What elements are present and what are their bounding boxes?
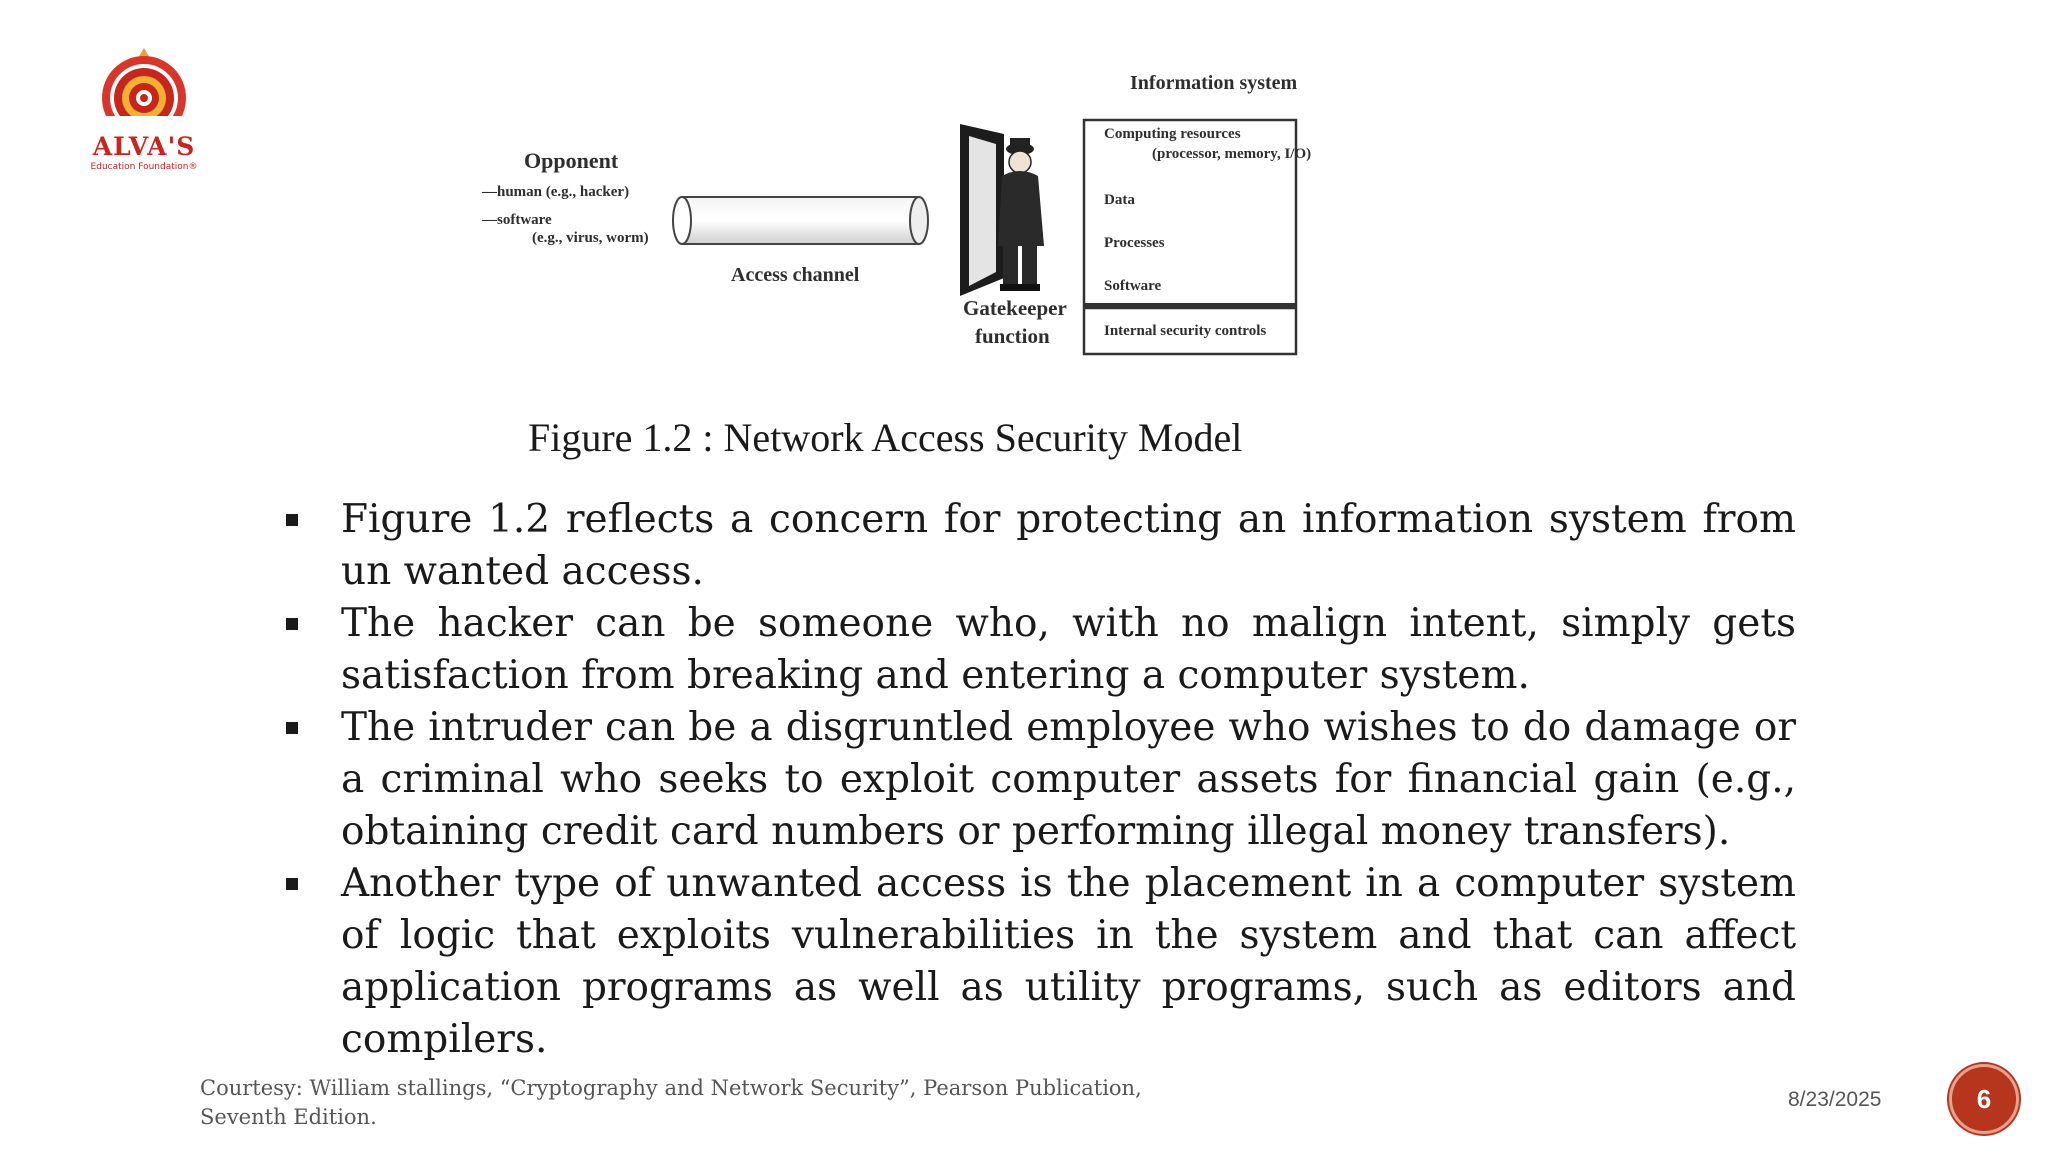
logo-name: ALVA'S xyxy=(92,132,196,161)
opponent-human: —human (e.g., hacker) xyxy=(482,184,630,200)
opponent-title: Opponent xyxy=(524,148,619,173)
logo-subtitle: Education Foundation® xyxy=(90,162,198,172)
bullet-square-icon xyxy=(286,514,298,526)
opponent-software: —software xyxy=(482,212,552,228)
courtesy-note: Courtesy: William stallings, “Cryptograp… xyxy=(200,1074,1200,1132)
slide-date: 8/23/2025 xyxy=(1788,1088,1882,1111)
system-item-processes: Processes xyxy=(1104,235,1165,251)
gatekeeper-label-line1: Gatekeeper xyxy=(963,296,1067,320)
gatekeeper-guard-icon xyxy=(998,138,1044,291)
bullet-square-icon xyxy=(286,618,298,630)
computing-resources-label: Computing resources xyxy=(1104,126,1241,142)
bullet-square-icon xyxy=(286,722,298,734)
bullet-text: Figure 1.2 reflects a concern for protec… xyxy=(341,497,1796,594)
bullet-text: The intruder can be a disgruntled employ… xyxy=(341,705,1796,854)
internal-security-controls-label: Internal security controls xyxy=(1104,323,1267,339)
bullet-item: Figure 1.2 reflects a concern for protec… xyxy=(286,494,1796,598)
system-item-software: Software xyxy=(1104,278,1162,294)
bullet-item: The intruder can be a disgruntled employ… xyxy=(286,702,1796,858)
bullet-text: The hacker can be someone who, with no m… xyxy=(341,601,1796,698)
network-access-security-diagram: Opponent —human (e.g., hacker) —software… xyxy=(470,66,1390,366)
page-number-badge: 6 xyxy=(1949,1064,2019,1134)
courtesy-line-2: Seventh Edition. xyxy=(200,1105,377,1129)
bullet-item: The hacker can be someone who, with no m… xyxy=(286,598,1796,702)
system-item-data: Data xyxy=(1104,192,1135,208)
logo-emblem-icon xyxy=(92,48,196,134)
courtesy-line-1: Courtesy: William stallings, “Cryptograp… xyxy=(200,1076,1142,1100)
gate-door-icon xyxy=(960,124,1004,296)
computing-resources-detail: (processor, memory, I/O) xyxy=(1152,146,1312,162)
bullet-square-icon xyxy=(286,878,298,890)
information-system-box xyxy=(1082,118,1298,356)
bullet-text: Another type of unwanted access is the p… xyxy=(341,861,1796,1062)
gatekeeper-label-line2: function xyxy=(975,324,1050,348)
figure-caption: Figure 1.2 : Network Access Security Mod… xyxy=(528,415,1243,460)
access-channel-label: Access channel xyxy=(731,264,860,286)
bullet-list: Figure 1.2 reflects a concern for protec… xyxy=(286,494,1796,1066)
diagram-shapes xyxy=(672,118,1298,356)
access-channel-tube xyxy=(672,196,929,245)
bullet-item: Another type of unwanted access is the p… xyxy=(286,858,1796,1066)
information-system-title: Information system xyxy=(1130,72,1298,94)
alvas-logo: ALVA'S Education Foundation® xyxy=(64,46,224,176)
opponent-software-examples: (e.g., virus, worm) xyxy=(532,230,649,246)
